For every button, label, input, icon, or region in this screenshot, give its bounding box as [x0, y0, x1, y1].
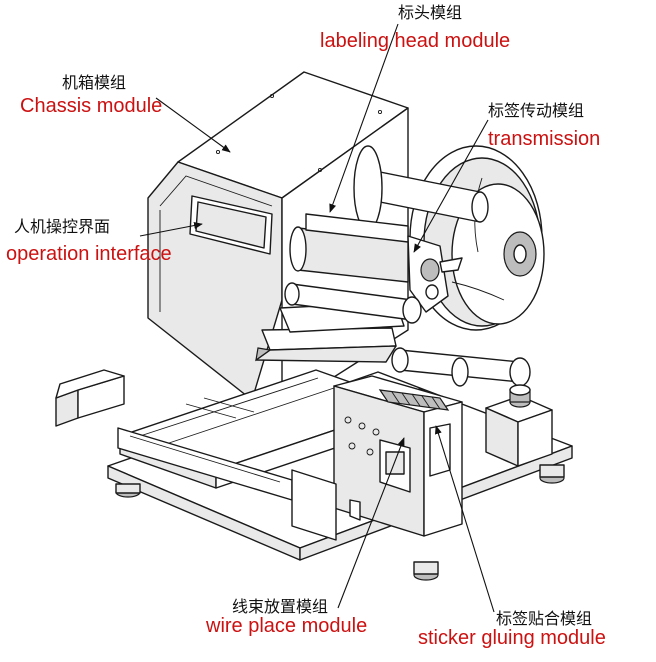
leader-lines	[139, 23, 495, 613]
leader-operation	[139, 222, 203, 237]
leader-wire-place	[337, 437, 405, 609]
emergency-stop-box	[485, 384, 553, 467]
labeling-head-body	[289, 213, 463, 313]
label-operation-zh: 人机操控界面	[14, 217, 110, 236]
label-transmission-en: transmission	[488, 128, 600, 150]
label-labeling-head-en: labeling head module	[320, 30, 510, 52]
module-front-plate	[291, 469, 337, 541]
leader-transmission	[413, 119, 489, 253]
foot-left	[115, 483, 141, 498]
label-sticker-gluing-en: sticker gluing module	[418, 627, 606, 649]
label-operation-en: operation interface	[6, 243, 172, 265]
gluing-module	[333, 375, 463, 537]
foot-middle	[413, 561, 439, 581]
foot-right	[539, 464, 565, 484]
label-wire-place: 线束放置模组 wire place module	[205, 597, 367, 637]
label-labeling-head-zh: 标头模组	[398, 3, 462, 22]
operation-screen	[189, 195, 273, 255]
label-operation: 人机操控界面 operation interface	[6, 217, 172, 265]
label-transmission-zh: 标签传动模组	[488, 101, 584, 120]
leader-labeling-head	[329, 23, 399, 213]
label-chassis-en: Chassis module	[20, 95, 162, 117]
label-wire-place-en: wire place module	[205, 615, 367, 637]
label-wire-place-zh: 线束放置模组	[232, 597, 328, 616]
label-sticker-gluing: 标签贴合模组 sticker gluing module	[418, 609, 606, 649]
label-labeling-head: 标头模组 labeling head module	[320, 3, 510, 52]
leader-sticker-gluing	[434, 425, 495, 613]
label-chassis-zh: 机箱模组	[62, 73, 126, 92]
leader-chassis	[155, 97, 231, 153]
label-transmission: 标签传动模组 transmission	[488, 101, 600, 150]
label-chassis: 机箱模组 Chassis module	[20, 73, 162, 117]
label-sticker-gluing-zh: 标签贴合模组	[496, 609, 592, 628]
